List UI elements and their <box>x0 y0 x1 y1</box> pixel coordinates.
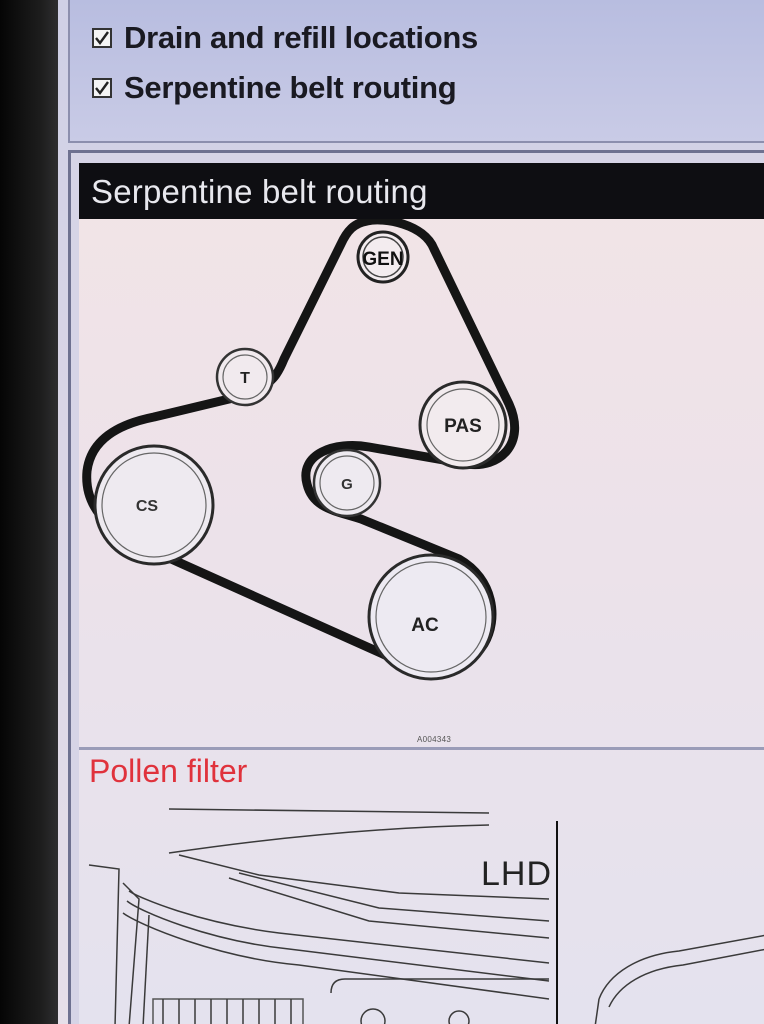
pulley-t <box>215 347 275 407</box>
document-window: Drain and refill locations Serpentine be… <box>58 0 764 1024</box>
section-title: Serpentine belt routing <box>91 173 428 210</box>
option-serpentine-belt[interactable]: Serpentine belt routing <box>92 68 457 108</box>
pulley-label-t: T <box>240 370 250 387</box>
document-page: Serpentine belt routing <box>79 163 764 1024</box>
checkbox-checked-icon[interactable] <box>92 28 112 48</box>
option-label: Drain and refill locations <box>124 20 478 55</box>
pulley-ac <box>367 553 495 681</box>
monitor-bezel <box>0 0 58 1024</box>
lhd-label: LHD <box>481 855 553 893</box>
pulley-pas <box>418 380 508 470</box>
figure-reference: A004343 <box>417 735 452 744</box>
pulley-label-gen: GEN <box>362 249 403 270</box>
pollen-filter-illustration: LHD <box>79 803 764 1024</box>
section-header-belt: Serpentine belt routing <box>79 163 764 219</box>
pulley-label-pas: PAS <box>444 416 482 437</box>
section-divider <box>79 747 764 750</box>
pulley-gen <box>356 230 410 284</box>
options-panel: Drain and refill locations Serpentine be… <box>68 0 764 143</box>
option-label: Serpentine belt routing <box>124 70 457 105</box>
content-frame: Serpentine belt routing <box>68 150 764 1024</box>
pulley-label-cs: CS <box>136 498 159 515</box>
pulley-g <box>312 448 382 518</box>
belt-routing-diagram: GEN T PAS CS G AC A004343 <box>79 219 764 749</box>
pulley-label-g: G <box>341 476 353 493</box>
pulley-cs <box>93 444 215 566</box>
section-title-pollen-filter: Pollen filter <box>89 753 248 789</box>
pulley-label-ac: AC <box>411 615 439 636</box>
option-drain-refill[interactable]: Drain and refill locations <box>92 18 478 58</box>
checkbox-checked-icon[interactable] <box>92 78 112 98</box>
